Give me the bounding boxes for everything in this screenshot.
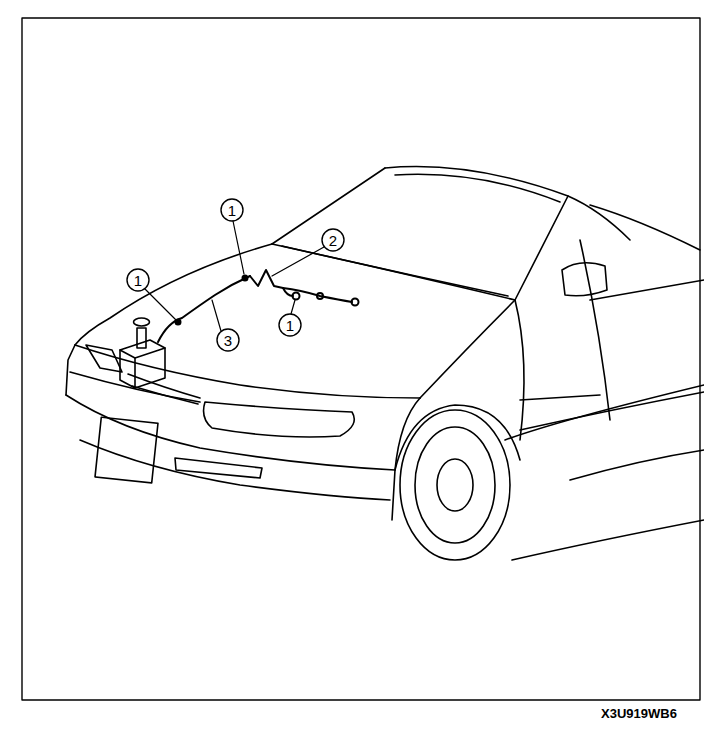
callout-number: 1	[286, 318, 294, 333]
callout-number: 1	[134, 273, 142, 288]
frame	[22, 18, 700, 700]
washer-hose	[158, 270, 359, 342]
callout-number: 2	[329, 233, 337, 248]
callout-number: 1	[228, 203, 236, 218]
car-body	[66, 167, 704, 560]
callout-circles	[127, 199, 344, 351]
washer-tank	[120, 318, 165, 388]
figure-code: X3U919WB6	[601, 707, 677, 720]
leader-lines	[145, 221, 324, 331]
callout-number: 3	[224, 333, 232, 348]
